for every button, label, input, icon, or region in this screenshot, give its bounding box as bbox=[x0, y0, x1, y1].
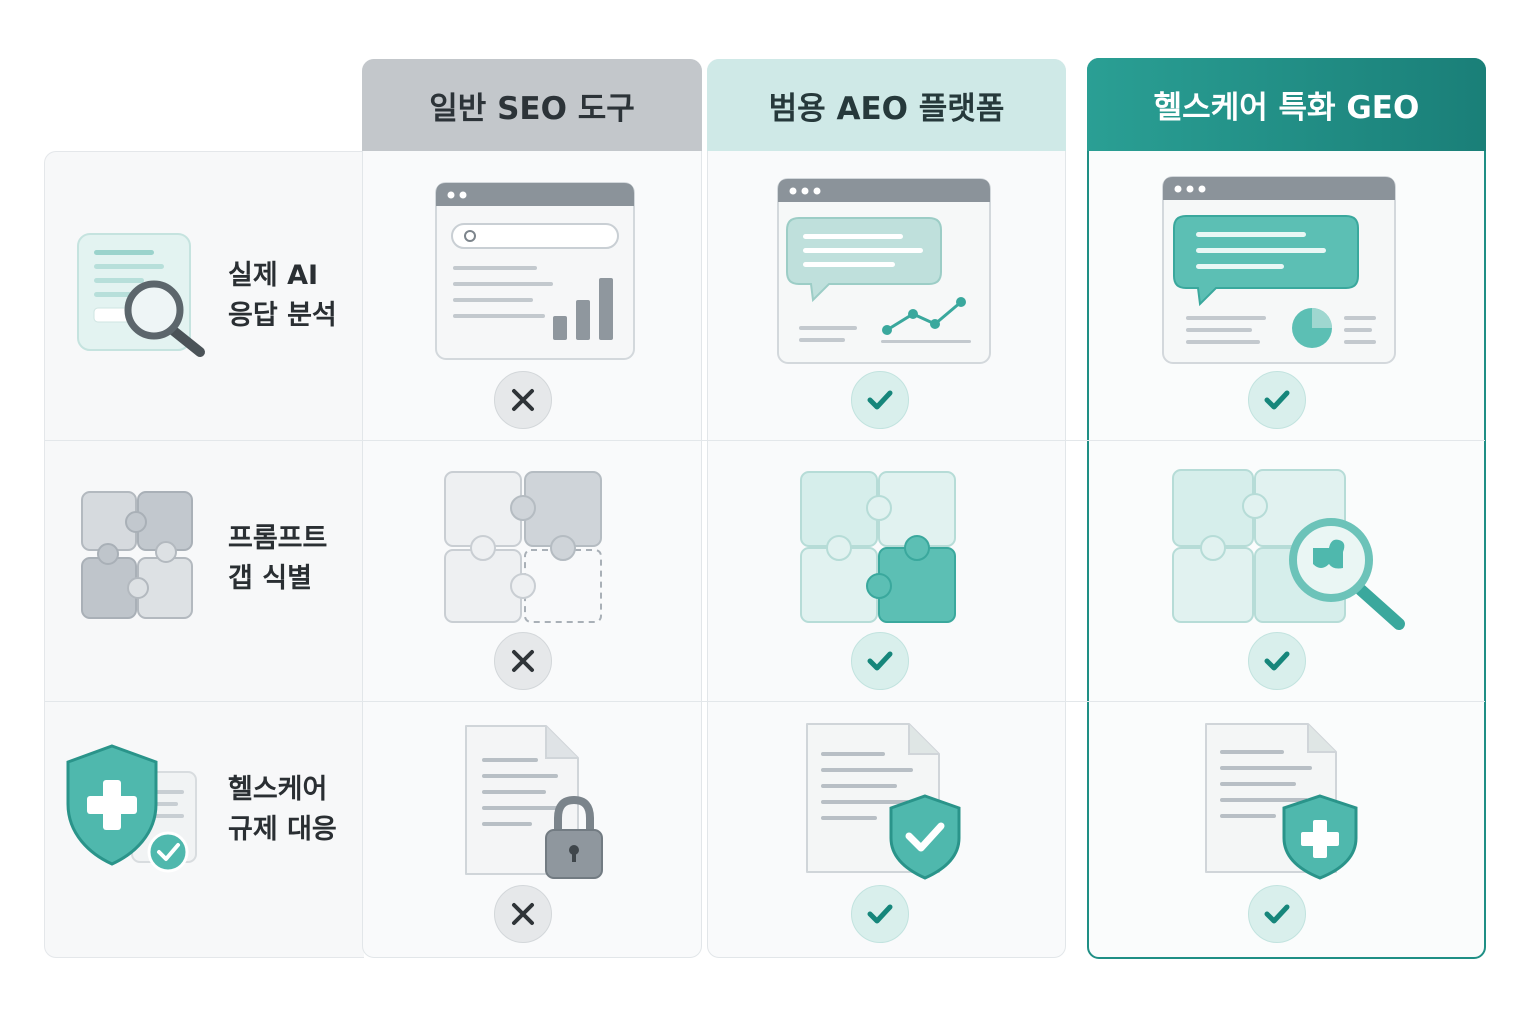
check-icon bbox=[867, 904, 893, 924]
chat-browser-pie-chart-icon bbox=[1162, 176, 1396, 364]
row-divider bbox=[45, 701, 1485, 702]
document-medical-shield-icon bbox=[1205, 723, 1358, 880]
row-label-line: 프롬프트 bbox=[228, 523, 328, 554]
puzzle-magnifier-icon bbox=[1172, 469, 1405, 630]
cross-icon bbox=[512, 650, 534, 672]
document-lock-icon bbox=[465, 725, 603, 879]
cross-mark-seo-regulation bbox=[494, 885, 552, 943]
column-header-seo: 일반 SEO 도구 bbox=[362, 59, 702, 151]
magnifier-document-icon bbox=[77, 233, 205, 357]
cross-mark-seo-prompt-gap bbox=[494, 632, 552, 690]
row-label-ai-response: 실제 AI 응답 분석 bbox=[228, 256, 337, 336]
cross-icon bbox=[512, 903, 534, 925]
incomplete-puzzle-icon bbox=[444, 471, 602, 623]
check-mark-aeo-prompt-gap bbox=[851, 632, 909, 690]
check-icon bbox=[867, 390, 893, 410]
row-label-prompt-gap: 프롬프트 갭 식별 bbox=[228, 519, 327, 599]
document-shield-check-icon bbox=[806, 723, 961, 880]
column-header-geo: 헬스케어 특화 GEO bbox=[1087, 58, 1486, 151]
complete-puzzle-icon bbox=[800, 471, 956, 623]
column-header-aeo: 범용 AEO 플랫폼 bbox=[707, 59, 1066, 151]
check-mark-geo-prompt-gap bbox=[1248, 632, 1306, 690]
cross-icon bbox=[512, 389, 534, 411]
check-icon bbox=[1264, 390, 1290, 410]
chat-browser-line-chart-icon bbox=[777, 178, 991, 364]
cross-mark-seo-ai-response bbox=[494, 371, 552, 429]
check-icon bbox=[1264, 651, 1290, 671]
check-mark-geo-regulation bbox=[1248, 885, 1306, 943]
row-label-line: 응답 분석 bbox=[228, 300, 337, 331]
puzzle-icon bbox=[81, 491, 193, 619]
check-mark-geo-ai-response bbox=[1248, 371, 1306, 429]
row-label-line: 실제 AI bbox=[228, 260, 319, 291]
search-browser-chart-icon bbox=[435, 182, 635, 360]
row-label-line: 갭 식별 bbox=[228, 563, 312, 594]
row-label-line: 규제 대응 bbox=[228, 814, 337, 845]
medical-shield-icon bbox=[66, 744, 197, 873]
check-icon bbox=[1264, 904, 1290, 924]
row-label-regulation: 헬스케어 규제 대응 bbox=[228, 770, 337, 850]
check-mark-aeo-regulation bbox=[851, 885, 909, 943]
row-label-line: 헬스케어 bbox=[228, 774, 328, 805]
check-icon bbox=[867, 651, 893, 671]
row-divider bbox=[45, 440, 1485, 441]
check-mark-aeo-ai-response bbox=[851, 371, 909, 429]
